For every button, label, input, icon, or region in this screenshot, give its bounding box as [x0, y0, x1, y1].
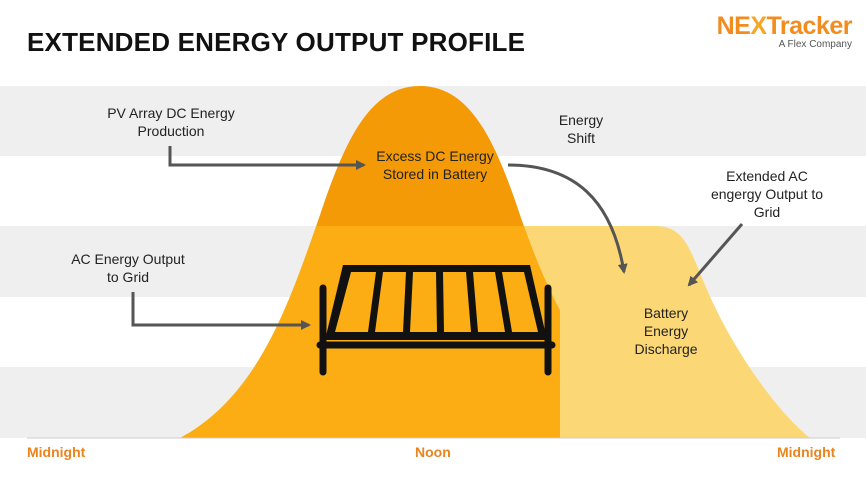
axis-label-midnight-left: Midnight	[27, 444, 86, 460]
label-pv-production: PV Array DC Energy Production	[107, 105, 235, 139]
axis-label-midnight-right: Midnight	[777, 444, 836, 460]
label-battery-discharge: Battery Energy Discharge	[634, 305, 698, 357]
page-title: EXTENDED ENERGY OUTPUT PROFILE	[27, 27, 526, 57]
excess-dc-area	[316, 86, 524, 226]
label-excess-dc: Excess DC Energy Stored in Battery	[376, 148, 494, 182]
label-ac-output: AC Energy Output to Grid	[71, 251, 185, 285]
label-extended-ac: Extended AC engergy Output to Grid	[710, 168, 824, 220]
arrow-extended-ac	[687, 223, 744, 287]
arrow-ac-to-tracker	[131, 292, 311, 330]
axis-label-noon: Noon	[415, 444, 451, 460]
logo-brand: NEXTracker	[716, 12, 853, 40]
arrow-pv-to-excess	[168, 146, 366, 170]
arrow-energy-shift	[507, 163, 628, 274]
company-logo: NEXTracker A Flex Company	[716, 12, 853, 50]
label-energy-shift: Energy Shift	[558, 112, 604, 146]
solar-tracker-icon	[316, 265, 556, 376]
logo-tagline: A Flex Company	[778, 39, 852, 50]
